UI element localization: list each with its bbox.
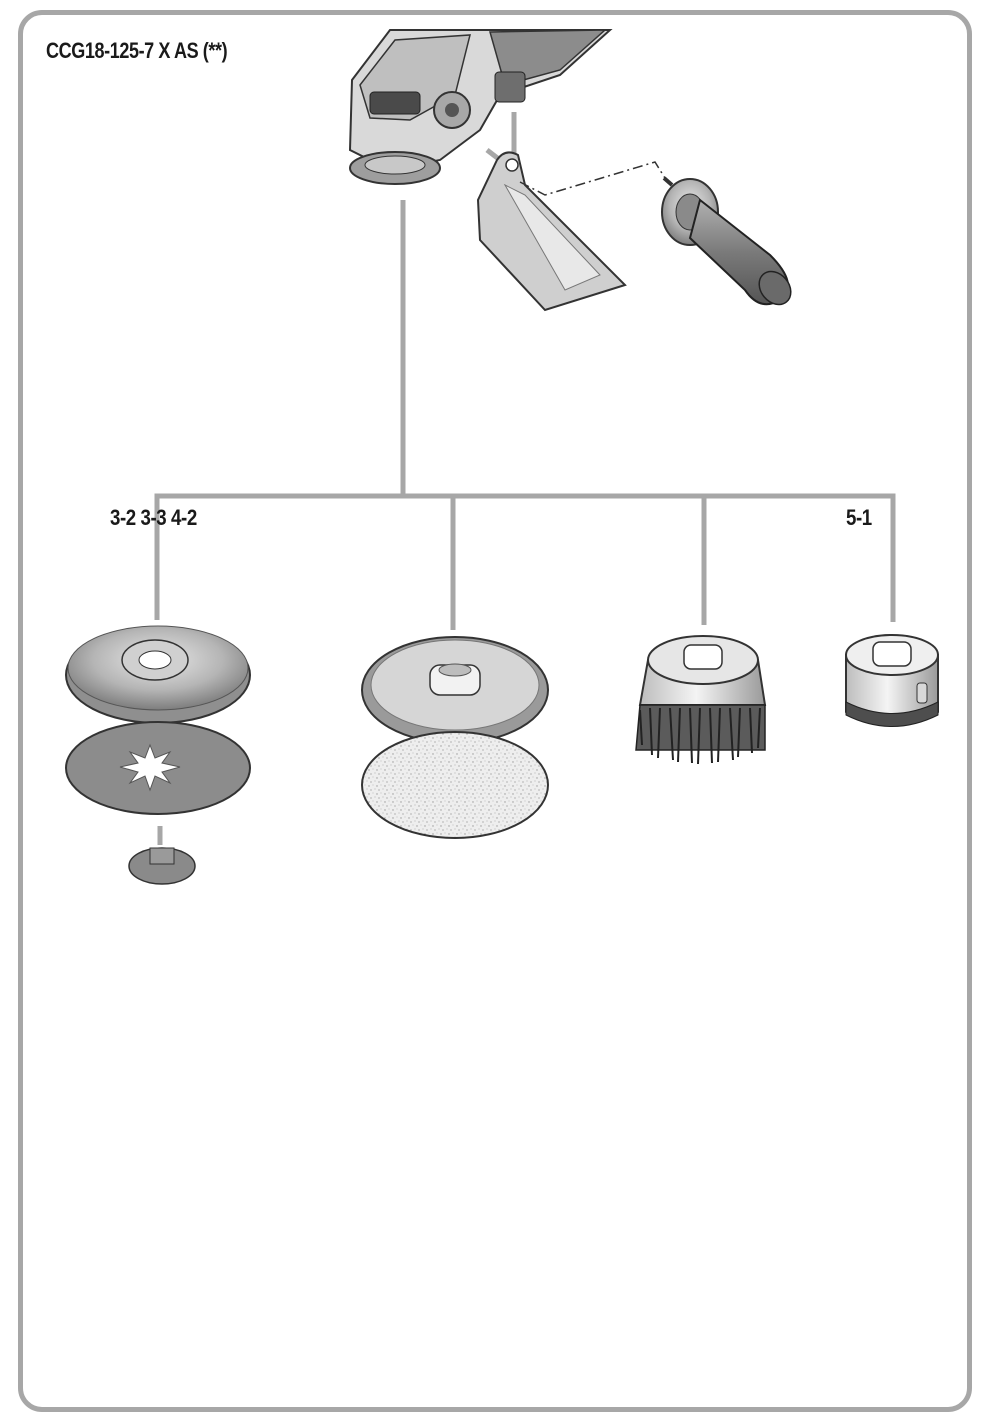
adapter-nut-icon: [845, 634, 939, 727]
cup-brush-icon: [635, 635, 767, 765]
angle-grinder-icon: [348, 29, 613, 185]
auxiliary-handle-icon: [661, 176, 792, 306]
page-frame: [18, 10, 972, 1412]
guard-plate-icon: [476, 151, 627, 312]
flange-disc-icon: [65, 625, 251, 885]
sanding-pad-icon: [361, 636, 549, 839]
mounting-line: [519, 161, 669, 196]
branch-label-right: 5-1: [846, 505, 872, 530]
branch-label-left: 3-2 3-3 4-2: [110, 505, 197, 530]
model-title: CCG18-125-7 X AS (**): [46, 38, 228, 63]
